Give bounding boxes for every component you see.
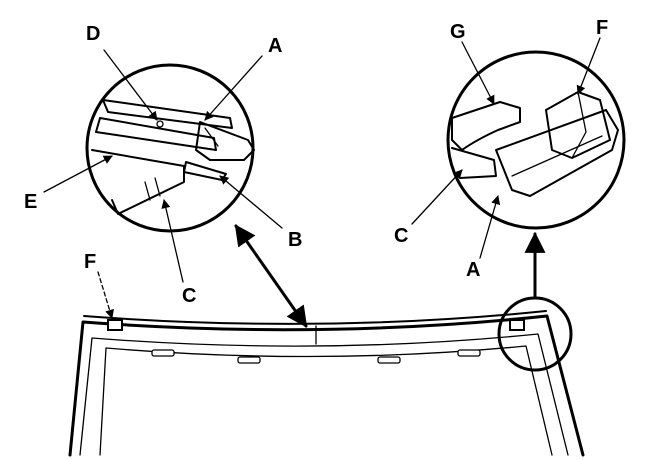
left-molding-end — [195, 121, 255, 161]
callout-a-right-label: A — [466, 259, 480, 281]
right-glass-c — [451, 147, 497, 179]
callout-a-left-label: A — [268, 35, 282, 57]
left-clip-f-part — [107, 319, 123, 331]
windshield-outer-edge — [68, 314, 585, 457]
left-glass-slab — [91, 149, 185, 215]
right-detail-view — [446, 50, 626, 230]
leader-g — [461, 41, 495, 105]
leader-f-windshield — [97, 271, 114, 319]
callout-f-right-label: F — [596, 17, 608, 39]
callout-f-windshield-label: F — [84, 251, 96, 273]
left-detail-link-arrow — [234, 224, 308, 328]
right-detail-circle — [446, 50, 626, 230]
callout-c-left-label: C — [182, 285, 196, 307]
leader-e — [43, 155, 113, 193]
leader-a-left — [204, 55, 263, 121]
left-molding-top-face — [102, 99, 233, 129]
left-glass-hatch — [144, 177, 161, 201]
windshield-molding-top — [83, 310, 547, 325]
callout-b-label: B — [288, 229, 302, 251]
retainer-b — [183, 161, 227, 181]
glass-retainer-slot-4 — [457, 349, 481, 357]
leader-a-right — [479, 195, 501, 259]
left-detail-view — [85, 63, 255, 233]
left-molding-side — [95, 117, 217, 151]
right-molding-groove — [511, 135, 603, 177]
leader-c-right — [411, 169, 463, 225]
part-f-edge — [571, 91, 587, 159]
leader-d — [103, 49, 158, 121]
right-clip-part — [509, 319, 525, 331]
callout-d-label: D — [86, 23, 100, 45]
callout-c-right-label: C — [394, 225, 408, 247]
windshield-glass — [68, 310, 585, 457]
leader-c-left — [161, 199, 184, 283]
hole-d — [156, 120, 164, 128]
windshield-inner-line — [79, 333, 569, 456]
part-g — [451, 101, 521, 151]
glass-retainer-slot-1 — [151, 349, 175, 357]
left-molding-edge — [204, 127, 219, 147]
callout-g-label: G — [450, 21, 466, 43]
right-molding-a — [495, 109, 619, 197]
glass-retainer-slot-3 — [377, 356, 401, 364]
left-detail-circle — [85, 63, 255, 233]
callout-e-label: E — [24, 191, 37, 213]
glass-retainer-slot-2 — [237, 356, 261, 364]
leader-f-right — [576, 37, 601, 95]
leader-b — [219, 175, 283, 229]
windshield-frit-line — [99, 345, 553, 456]
